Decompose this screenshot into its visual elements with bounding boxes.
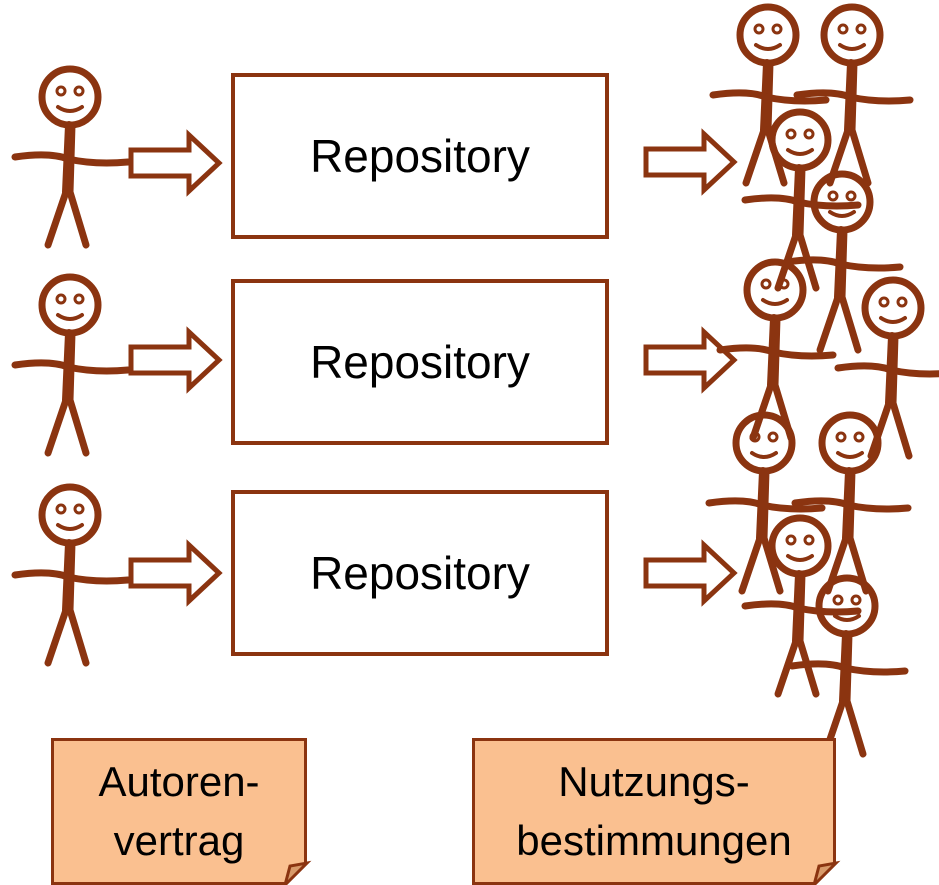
author-contract-note: Autoren- vertrag xyxy=(51,738,307,885)
note-line: vertrag xyxy=(113,816,245,864)
repository-label: Repository xyxy=(310,130,530,182)
usage-terms-note: Nutzungs- bestimmungen xyxy=(472,738,836,885)
repository-box: Repository xyxy=(231,279,609,445)
note-line: Autoren- xyxy=(98,757,260,805)
repository-box: Repository xyxy=(231,490,609,656)
repository-box: Repository xyxy=(231,73,609,239)
note-line: Nutzungs- xyxy=(558,757,750,805)
fold-corner-icon xyxy=(283,860,312,885)
note-line: bestimmungen xyxy=(516,816,792,864)
repository-label: Repository xyxy=(310,547,530,599)
repository-label: Repository xyxy=(310,336,530,388)
fold-corner-icon xyxy=(812,860,841,885)
